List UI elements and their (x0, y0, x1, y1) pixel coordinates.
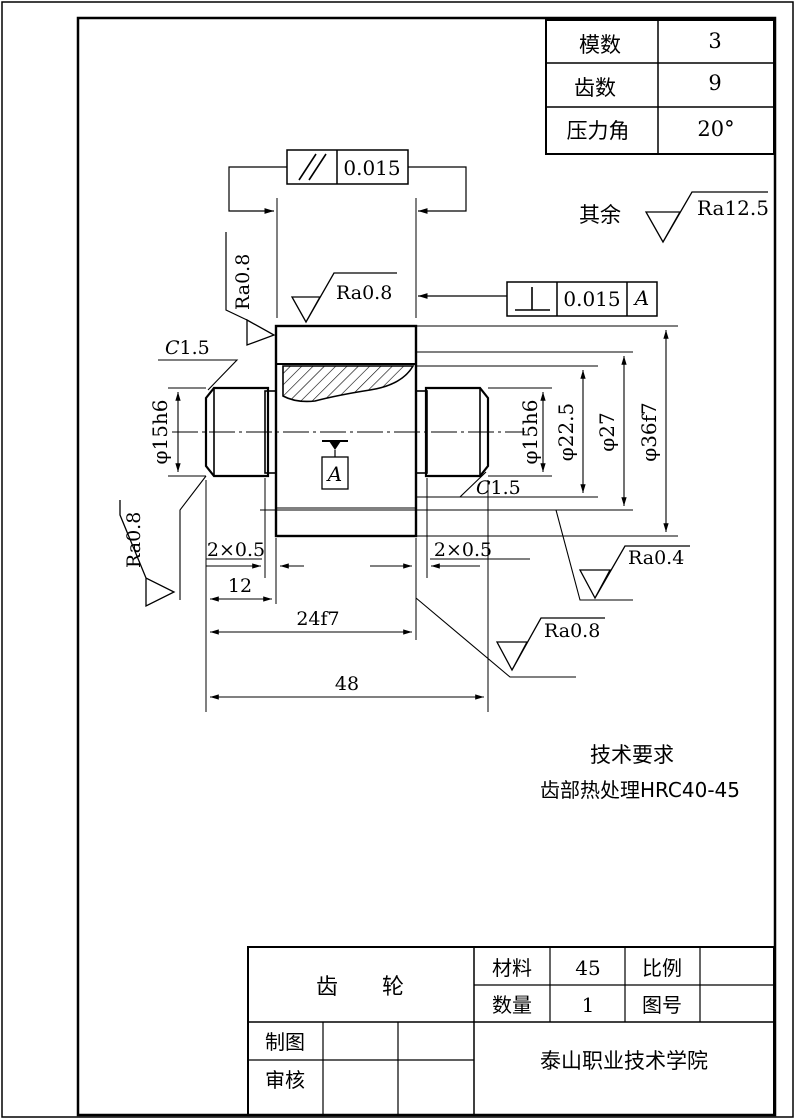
roughness-symbol-icon (578, 545, 690, 600)
top-roughness-value: Ra0.8 (336, 282, 392, 304)
pressure-angle-value: 20° (697, 117, 734, 141)
teeth-value: 9 (708, 71, 721, 95)
material-value: 45 (575, 956, 600, 980)
dim-groove-left: 2×0.5 (206, 539, 304, 569)
drawn-by-label: 制图 (265, 1030, 305, 1054)
left-face-roughness: Ra0.8 (225, 232, 276, 346)
other-prefix-label: 其余 (579, 203, 621, 227)
perpendicularity-frame: 0.015 A (418, 281, 658, 317)
dim-groove-right: 2×0.5 (370, 539, 530, 569)
len-12-label: 12 (228, 575, 252, 597)
left-face-roughness-value: Ra0.8 (232, 254, 254, 310)
right-shaft (415, 386, 490, 478)
perpendicularity-value: 0.015 (563, 287, 620, 311)
gear-od-roughness: Ra0.4 (555, 509, 690, 601)
teeth-label: 齿数 (574, 76, 616, 100)
module-label: 模数 (579, 33, 621, 57)
gear-parameter-table: 模数 3 齿数 9 压力角 20° (545, 19, 775, 155)
title-block: 齿 轮 材料 45 比例 数量 1 图号 制图 审核 泰山职业技术学院 (247, 946, 775, 1116)
top-roughness: Ra0.8 (290, 272, 397, 324)
left-shaft-roughness-value: Ra0.8 (123, 512, 145, 568)
groove-right-label: 2×0.5 (434, 539, 492, 561)
left-shaft-dia-label: φ15h6 (148, 399, 172, 464)
right-face-roughness: Ra0.8 (415, 597, 605, 678)
dim-48: 48 (210, 673, 484, 700)
roughness-symbol-icon (644, 191, 768, 244)
gear-body (274, 324, 418, 538)
parallel-symbol-icon (298, 153, 317, 181)
section-hatch (282, 365, 415, 403)
organization-name: 泰山职业技术学院 (540, 1049, 708, 1073)
qty-value: 1 (582, 993, 595, 1017)
checked-by-label: 审核 (265, 1068, 305, 1092)
len-48-label: 48 (335, 673, 359, 695)
chamfer-right-label: C1.5 (476, 477, 521, 499)
dim-left-shaft-dia: φ15h6 (148, 387, 206, 477)
requirements-title: 技术要求 (590, 743, 674, 767)
right-shaft-dia-label: φ15h6 (518, 399, 542, 464)
bore-dia-label: φ27 (595, 412, 619, 451)
requirements-line-1: 齿部热处理HRC40-45 (540, 778, 740, 802)
chamfer-left: C1.5 (158, 337, 239, 391)
dim-24: 24f7 (210, 608, 412, 635)
roughness-symbol-icon (290, 272, 397, 324)
root-dia-label: φ22.5 (554, 403, 578, 462)
perpendicularity-datum: A (633, 286, 649, 310)
part-name: 齿 轮 (316, 975, 404, 1000)
other-surface-roughness: 其余 Ra12.5 (579, 191, 769, 244)
left-shaft (204, 386, 277, 478)
datum-a-symbol: A (321, 440, 349, 490)
dim-right-diameters: φ15h6 φ22.5 φ27 φ36f7 (260, 325, 678, 537)
dim-12: 12 (210, 575, 272, 602)
parallelism-frame: 0.015 (228, 149, 467, 318)
material-label: 材料 (492, 956, 532, 980)
roughness-symbol-icon (495, 617, 605, 672)
scale-label: 比例 (642, 956, 682, 980)
left-shaft-roughness: Ra0.8 (119, 475, 207, 608)
module-value: 3 (708, 29, 721, 53)
chamfer-right: C1.5 (458, 471, 524, 499)
bottom-extensions (205, 478, 489, 712)
outer-dia-label: φ36f7 (637, 402, 661, 462)
technical-requirements: 技术要求 齿部热处理HRC40-45 (540, 743, 740, 802)
roughness-symbol-icon (246, 318, 276, 346)
qty-label: 数量 (492, 993, 532, 1017)
drawing-no-label: 图号 (642, 993, 682, 1017)
groove-left-label: 2×0.5 (207, 539, 265, 561)
gear-od-roughness-value: Ra0.4 (628, 547, 684, 569)
right-face-roughness-value: Ra0.8 (544, 620, 600, 642)
roughness-symbol-icon (119, 500, 176, 608)
len-24-label: 24f7 (296, 608, 339, 630)
other-roughness-value: Ra12.5 (697, 196, 769, 220)
parallelism-value: 0.015 (343, 156, 400, 180)
pressure-angle-label: 压力角 (567, 119, 630, 143)
datum-a-label: A (326, 462, 342, 486)
chamfer-left-label: C1.5 (165, 337, 210, 359)
